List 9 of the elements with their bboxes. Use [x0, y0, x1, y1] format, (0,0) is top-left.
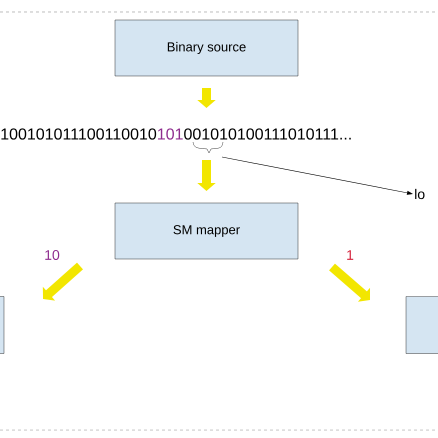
- edge-label: 10: [45, 250, 60, 260]
- arrow: [42, 262, 83, 301]
- process-box: [406, 296, 438, 354]
- edge-label: 1: [347, 250, 354, 260]
- process-box: Binary source: [114, 20, 298, 76]
- process-box: SM mapper: [114, 202, 298, 260]
- label-text: lo: [415, 188, 425, 200]
- process-box: [0, 296, 4, 354]
- bit-sequence: 100101011100110010101001010100111010111...: [1, 128, 351, 140]
